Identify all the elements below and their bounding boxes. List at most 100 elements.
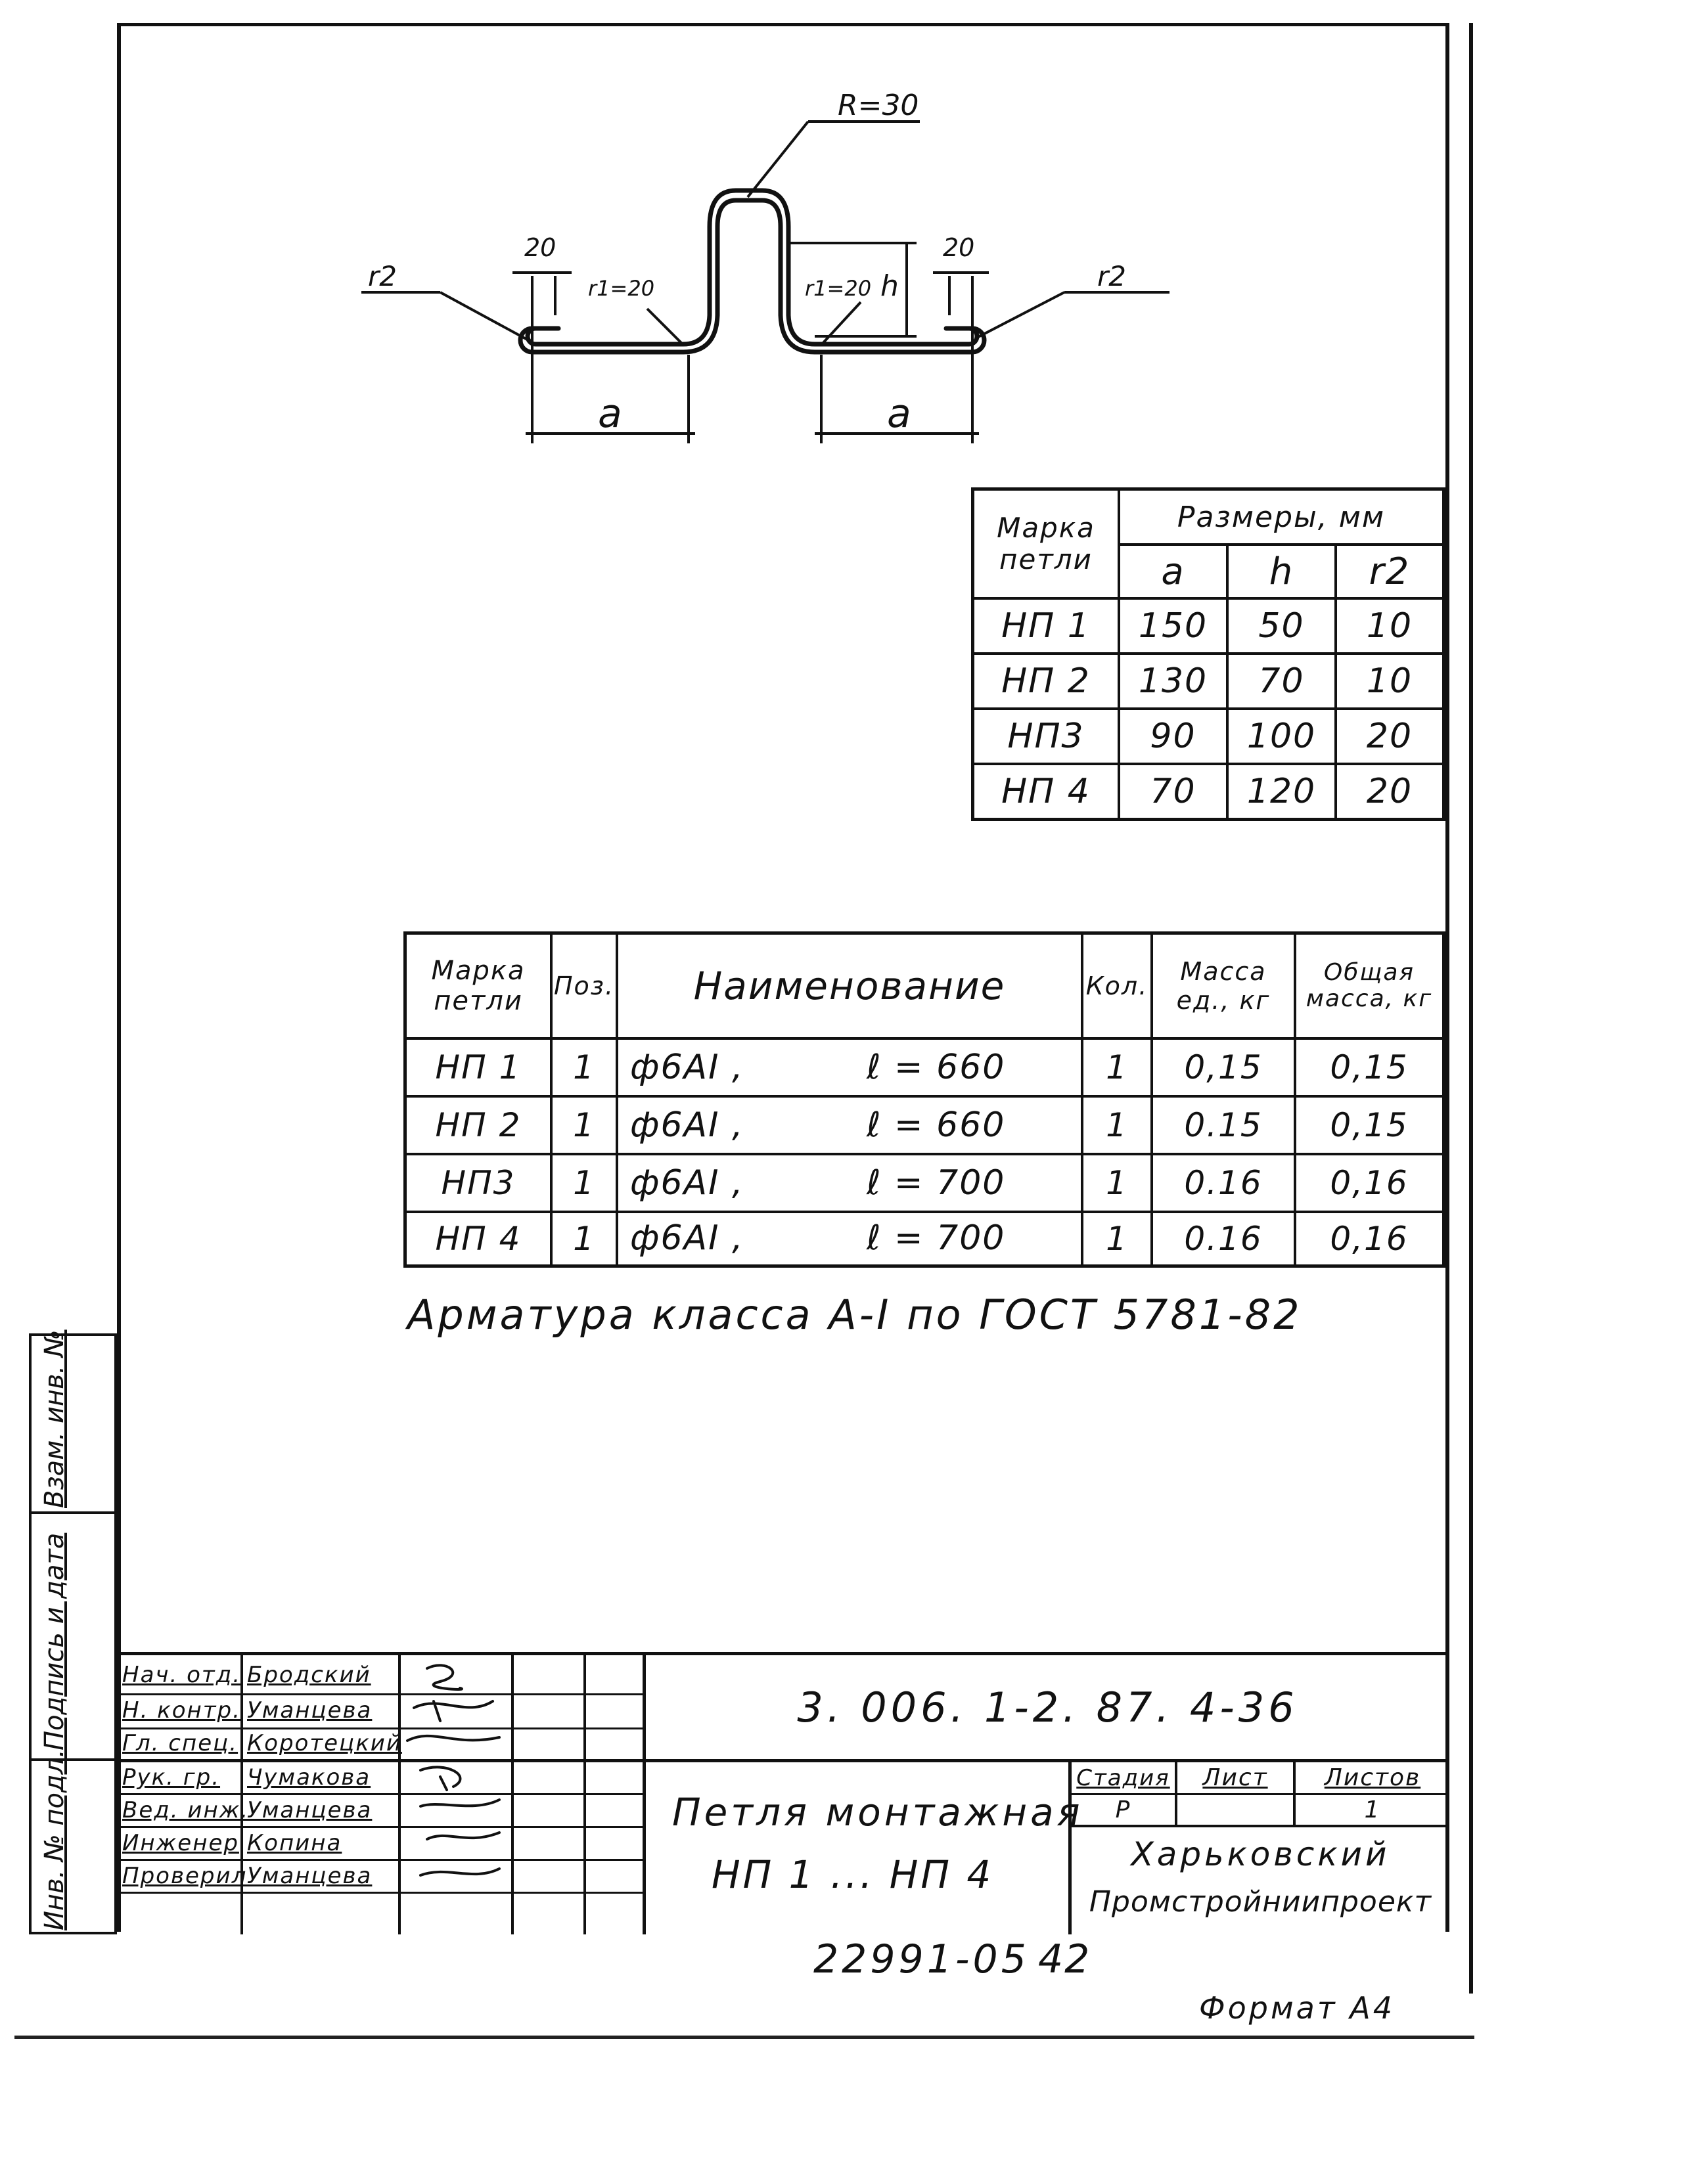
radius-leader bbox=[746, 120, 809, 198]
stage-value: Р bbox=[1115, 1796, 1131, 1823]
role-label: Проверил bbox=[122, 1863, 248, 1889]
sizes-cell-h: 70 bbox=[1229, 655, 1337, 707]
spec-cell-mark: НП 4 bbox=[407, 1213, 553, 1264]
sizes-row: НП 2 130 70 10 bbox=[974, 655, 1442, 710]
role-label: Гл. спец. bbox=[122, 1730, 238, 1756]
sizes-col-a: a bbox=[1120, 546, 1229, 600]
spec-row: НП 4 1 ф6АI , ℓ = 700 1 0.16 0,16 bbox=[407, 1213, 1442, 1264]
sizes-col-r2: r2 bbox=[1337, 546, 1442, 600]
document-code: 3. 006. 1-2. 87. 4-36 bbox=[797, 1683, 1298, 1731]
spec-cell-qty: 1 bbox=[1083, 1040, 1153, 1095]
spec-cell-pos: 1 bbox=[553, 1155, 618, 1211]
role-name: Уманцева bbox=[247, 1697, 373, 1724]
side-stamp-vzam: Взам. инв. № bbox=[29, 1329, 117, 1514]
r2-right-label: r2 bbox=[1097, 260, 1126, 292]
spec-cell-mass: 0,15 bbox=[1153, 1040, 1296, 1095]
sizes-cell-mark: НП 2 bbox=[974, 655, 1120, 707]
title-block: Нач. отд. Бродский Н. контр. Уманцева Гл… bbox=[117, 1652, 1449, 1934]
a-right-label: a bbox=[887, 391, 911, 437]
spec-cell-qty: 1 bbox=[1083, 1098, 1153, 1153]
spec-cell-qty: 1 bbox=[1083, 1213, 1153, 1264]
spec-cell-total: 0,15 bbox=[1330, 1048, 1409, 1086]
sizes-header-dims: Размеры, мм bbox=[1120, 491, 1442, 546]
sizes-cell-h: 120 bbox=[1229, 765, 1337, 818]
side-label-inv: Инв. № подл. bbox=[39, 1749, 70, 1930]
side-stamp-inv: Инв. № подл. bbox=[29, 1749, 117, 1934]
sizes-row: НП 1 150 50 10 bbox=[974, 600, 1442, 655]
sizes-cell-r2: 10 bbox=[1366, 661, 1413, 701]
sizes-cell-h: 50 bbox=[1229, 600, 1337, 652]
side-stamp-podpis: Подпись и дата bbox=[29, 1511, 117, 1761]
spec-cell-pos: 1 bbox=[553, 1040, 618, 1095]
org-line2: Промстройниипроект bbox=[1089, 1884, 1432, 1919]
spec-cell-total: 0,15 bbox=[1330, 1106, 1409, 1144]
sizes-cell-r2: 20 bbox=[1366, 772, 1413, 811]
spec-cell-qty: 1 bbox=[1083, 1155, 1153, 1211]
a-left-label: a bbox=[598, 391, 622, 437]
spec-cell-mark: НП 2 bbox=[407, 1098, 553, 1153]
signatures bbox=[406, 1664, 501, 1877]
spec-cell-name: ф6АI , bbox=[630, 1163, 744, 1203]
r2-left-label: r2 bbox=[368, 260, 397, 292]
spec-cell-mass: 0.16 bbox=[1153, 1155, 1296, 1211]
role-label: Нач. отд. bbox=[122, 1662, 242, 1688]
spec-cell-name: ф6АI , bbox=[630, 1218, 744, 1258]
dim-20-right: 20 bbox=[943, 233, 974, 262]
loop-bar bbox=[518, 198, 987, 355]
spec-header-pos: Поз. bbox=[553, 935, 618, 1040]
sheet-trim-line bbox=[14, 2036, 1474, 2039]
spec-cell-length: ℓ = 660 bbox=[867, 1105, 1006, 1145]
org-line1: Харьковский bbox=[1131, 1835, 1390, 1873]
sizes-row: НП 4 70 120 20 bbox=[974, 765, 1442, 818]
outer-border-right bbox=[1469, 23, 1473, 1994]
h-label: h bbox=[880, 269, 899, 303]
side-label-vzam: Взам. инв. № bbox=[39, 1329, 70, 1508]
stage-header: Стадия bbox=[1076, 1764, 1170, 1791]
role-name: Чумакова bbox=[247, 1764, 371, 1791]
reinforcement-note: Арматура класса А-I по ГОСТ 5781-82 bbox=[407, 1291, 1302, 1339]
page-number: 42 bbox=[1038, 1936, 1091, 1982]
format-label: Формат А4 bbox=[1199, 1990, 1395, 2026]
role-name: Бродский bbox=[247, 1662, 371, 1688]
spec-cell-name: ф6АI , bbox=[630, 1048, 744, 1087]
sheet-header: Лист bbox=[1202, 1764, 1268, 1791]
sizes-header-mark: Марка петли bbox=[974, 491, 1120, 600]
role-name: Копина bbox=[247, 1830, 342, 1856]
sizes-cell-a: 90 bbox=[1120, 710, 1229, 763]
sizes-cell-r2: 10 bbox=[1366, 606, 1413, 646]
drawing-frame bbox=[117, 23, 1449, 1932]
spec-header-name: Наименование bbox=[618, 935, 1083, 1040]
radius-label: R=30 bbox=[838, 92, 919, 122]
spec-cell-name: ф6АI , bbox=[630, 1105, 744, 1145]
spec-row: НП3 1 ф6АI , ℓ = 700 1 0.16 0,16 bbox=[407, 1155, 1442, 1213]
spec-row: НП 2 1 ф6АI , ℓ = 660 1 0.15 0,15 bbox=[407, 1098, 1442, 1155]
spec-cell-mass: 0.16 bbox=[1153, 1213, 1296, 1264]
spec-cell-length: ℓ = 700 bbox=[867, 1163, 1006, 1203]
title-line2: НП 1 ... НП 4 bbox=[712, 1852, 994, 1897]
role-label: Инженер bbox=[122, 1830, 239, 1856]
spec-table: Марка петли Поз. Наименование Кол. Масса… bbox=[403, 931, 1445, 1268]
spec-cell-total: 0,16 bbox=[1330, 1220, 1409, 1258]
spec-cell-mark: НП3 bbox=[407, 1155, 553, 1211]
r2-left-leader bbox=[440, 291, 532, 343]
spec-cell-mark: НП 1 bbox=[407, 1040, 553, 1095]
sizes-table: Марка петли Размеры, мм a h r2 НП 1 150 … bbox=[971, 487, 1445, 821]
spec-header-mass-unit: Масса ед., кг bbox=[1153, 935, 1296, 1040]
sizes-col-h: h bbox=[1229, 546, 1337, 600]
sheets-value: 1 bbox=[1364, 1796, 1381, 1823]
spec-cell-mass: 0.15 bbox=[1153, 1098, 1296, 1153]
spec-header-mass-total: Общая масса, кг bbox=[1296, 935, 1442, 1040]
spec-cell-pos: 1 bbox=[553, 1098, 618, 1153]
side-label-podpis: Подпись и дата bbox=[39, 1532, 70, 1750]
spec-header-qty: Кол. bbox=[1083, 935, 1153, 1040]
archive-number: 22991-05 bbox=[813, 1936, 1030, 1982]
role-name: Коротецкий bbox=[247, 1730, 402, 1756]
sizes-row: НП3 90 100 20 bbox=[974, 710, 1442, 765]
role-label: Н. контр. bbox=[122, 1697, 241, 1724]
sizes-cell-a: 150 bbox=[1120, 600, 1229, 652]
r1-right-label: r1=20 bbox=[805, 276, 871, 301]
title-line1: Петля монтажная bbox=[672, 1790, 1083, 1835]
sizes-cell-a: 130 bbox=[1120, 655, 1229, 707]
r1-left-label: r1=20 bbox=[588, 276, 654, 301]
r2-right-leader bbox=[975, 291, 1065, 340]
